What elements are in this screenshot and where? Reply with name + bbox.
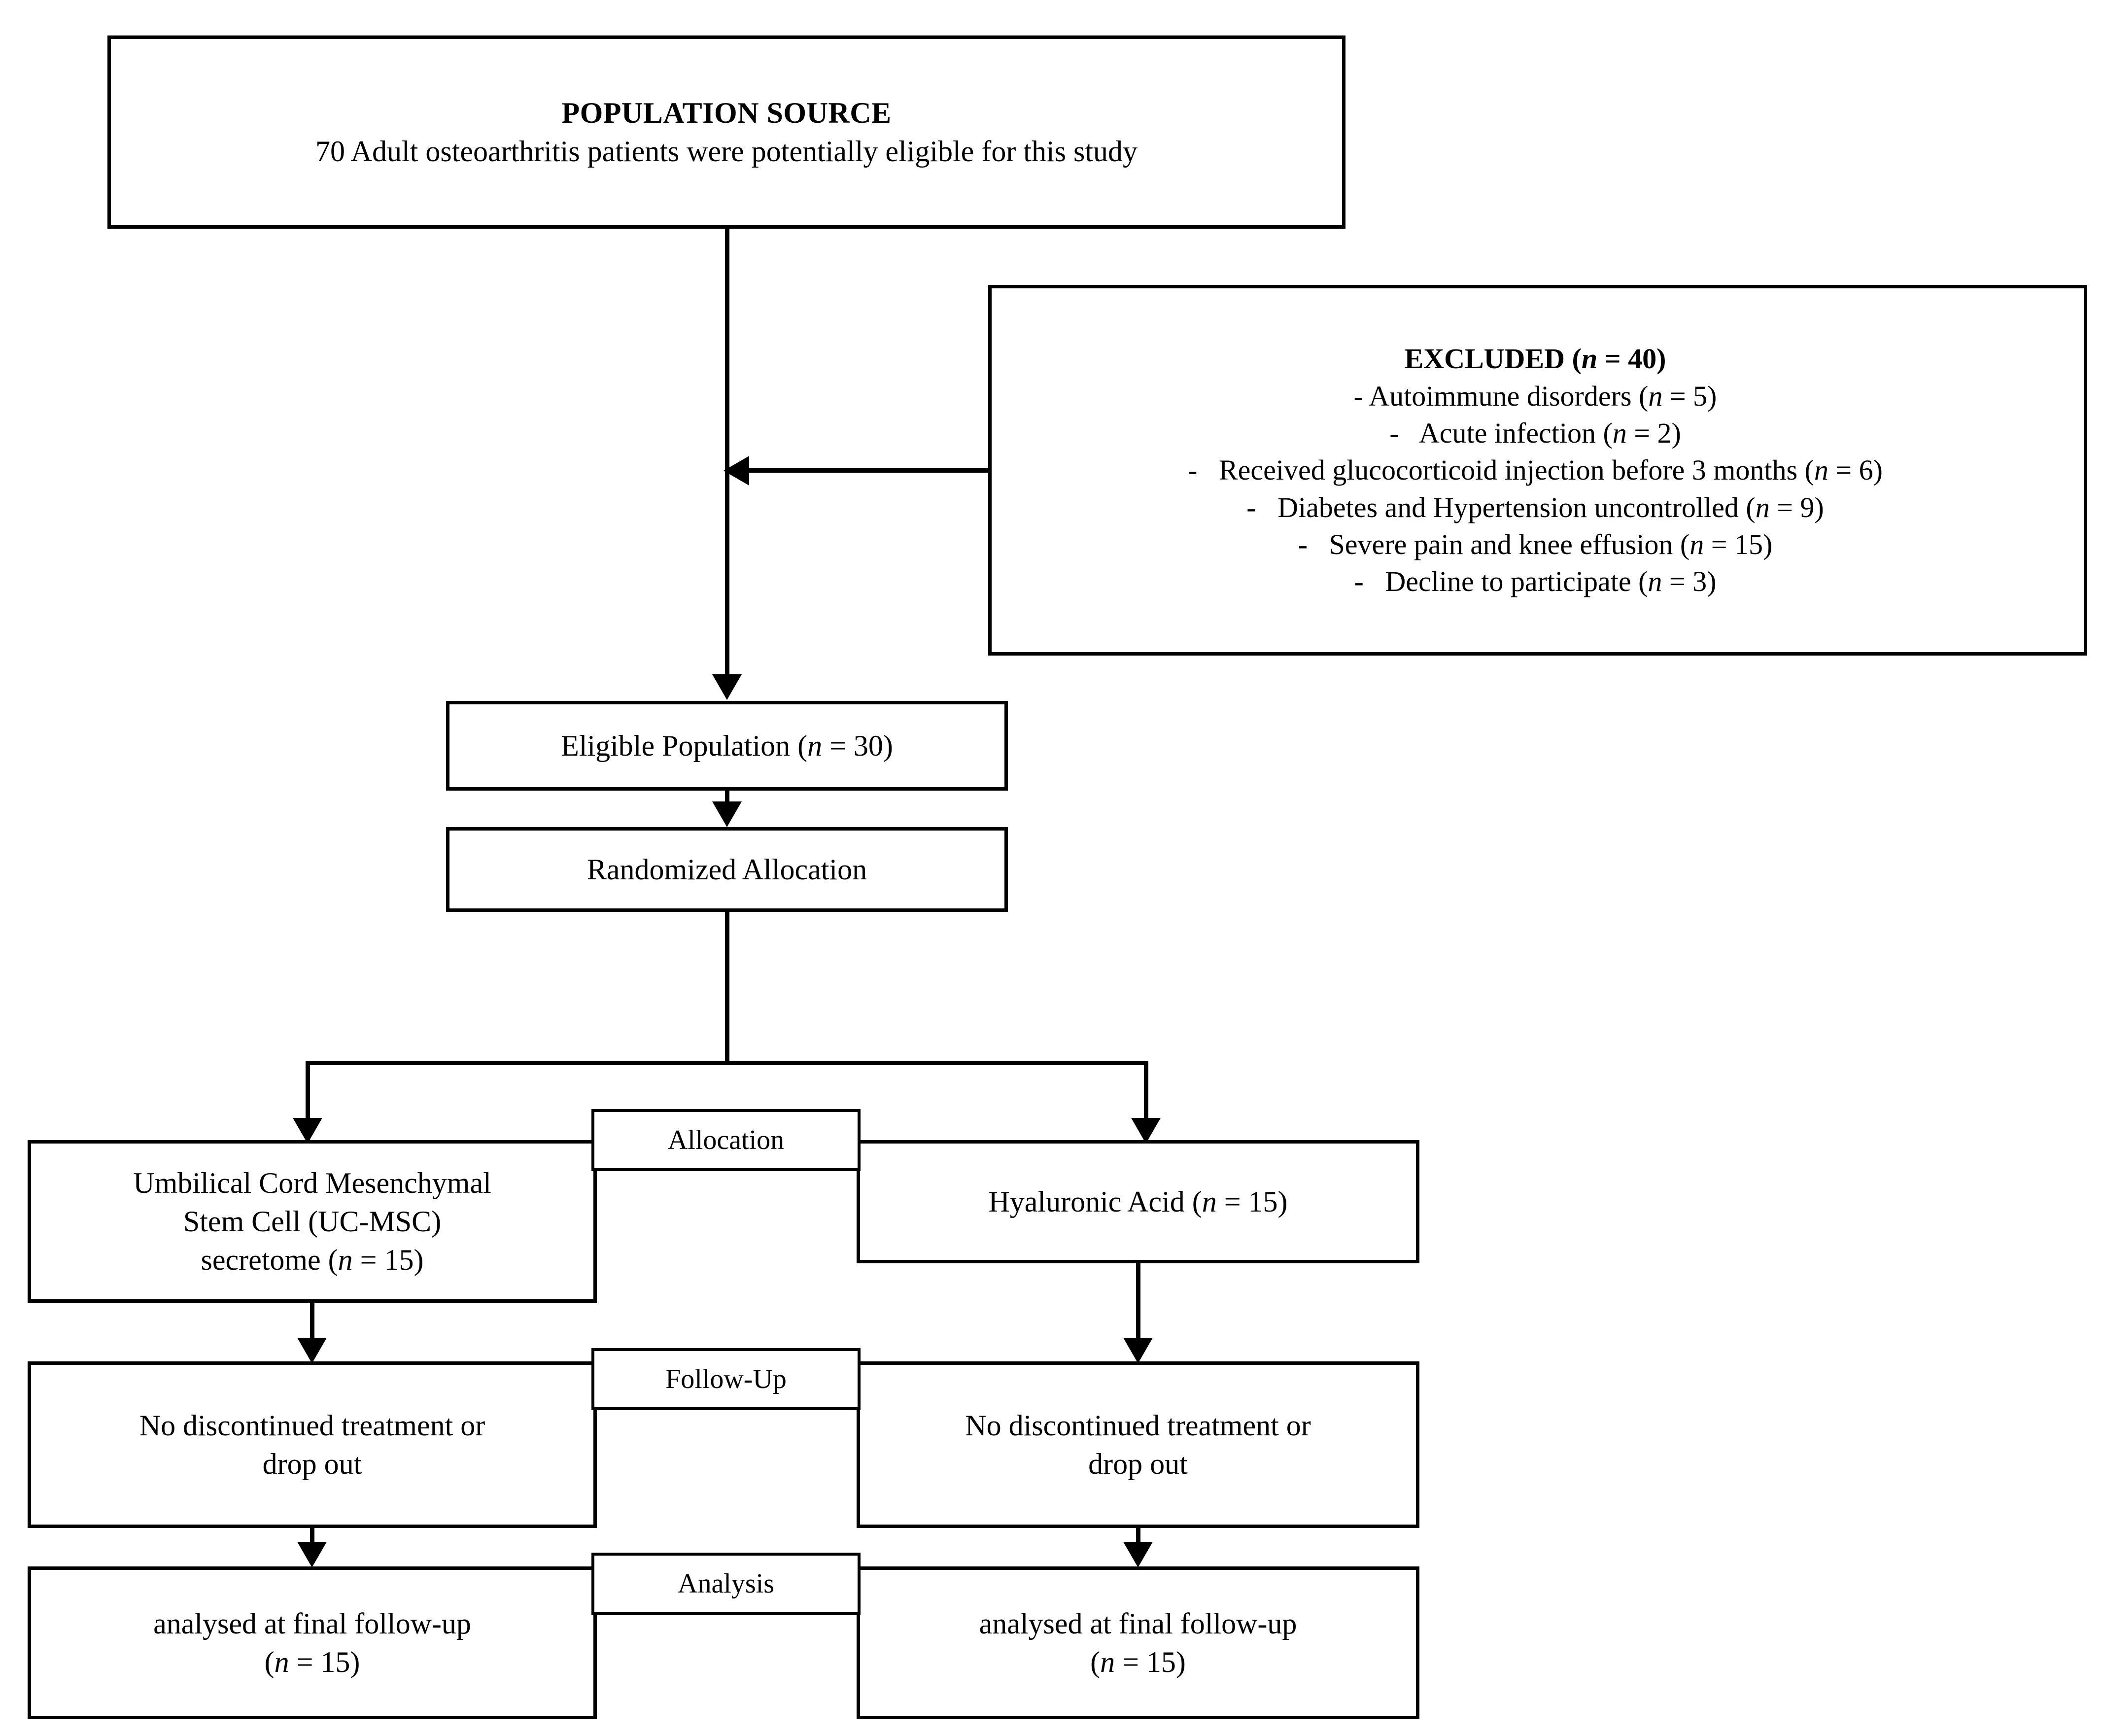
left-arm-allocation-line1: Umbilical Cord Mesenchymal [133,1167,491,1199]
arrow-into-left-allocation [293,1118,322,1144]
population-source-heading: POPULATION SOURCE [561,97,892,129]
left-arm-followup-box: No discontinued treatment or drop out [28,1361,597,1528]
connector-source-to-eligible [725,229,729,675]
excluded-reason-6: - Decline to participate (n = 3) [1354,565,1717,598]
connector-split-left-drop [306,1061,310,1144]
arrow-into-right-followup [1123,1338,1153,1363]
eligible-population-box: Eligible Population (n = 30) [446,701,1008,791]
left-arm-analysis-line2: (n = 15) [264,1646,360,1678]
stage-label-follow-up-text: Follow-Up [665,1364,787,1394]
arrow-into-right-allocation [1131,1118,1161,1144]
left-arm-followup-line2: drop out [262,1448,362,1480]
excluded-box: EXCLUDED (n = 40) - Autoimmune disorders… [988,285,2087,656]
connector-randomized-stem [725,912,729,1064]
left-arm-analysis-line1: analysed at final follow-up [153,1607,471,1640]
randomized-allocation-box: Randomized Allocation [446,827,1008,912]
connector-eligible-to-randomized [725,791,729,804]
stage-label-analysis-text: Analysis [678,1568,774,1599]
left-arm-allocation-line2: Stem Cell (UC-MSC) [183,1205,442,1238]
eligible-population-text: Eligible Population (n = 30) [561,729,893,762]
excluded-reason-3: - Received glucocorticoid injection befo… [1188,454,1883,486]
connector-split-bar [306,1061,1148,1065]
right-arm-analysis-box: analysed at final follow-up (n = 15) [857,1566,1419,1719]
arrow-into-randomized [712,801,742,827]
excluded-reason-2: - Acute infection (n = 2) [1389,417,1681,449]
arrow-into-eligible [712,674,742,700]
connector-left-alloc-to-followup [310,1303,314,1352]
stage-label-analysis: Analysis [591,1553,861,1615]
excluded-heading: EXCLUDED (n = 40) [1404,343,1666,375]
left-arm-allocation-line3: secretome (n = 15) [201,1244,424,1276]
left-arm-analysis-box: analysed at final follow-up (n = 15) [28,1566,597,1719]
connector-split-right-drop [1144,1061,1148,1144]
arrow-excluded-into-trunk [724,456,749,486]
population-source-body: 70 Adult osteoarthritis patients were po… [315,135,1138,168]
arrow-into-right-analysis [1123,1542,1153,1567]
right-arm-followup-line2: drop out [1088,1448,1188,1480]
connector-right-alloc-to-followup [1136,1263,1140,1352]
left-arm-allocation-box: Umbilical Cord Mesenchymal Stem Cell (UC… [28,1140,597,1303]
randomized-allocation-text: Randomized Allocation [586,853,867,886]
stage-label-allocation-text: Allocation [667,1125,785,1155]
right-arm-followup-line1: No discontinued treatment or [965,1409,1311,1442]
left-arm-followup-line1: No discontinued treatment or [139,1409,485,1442]
excluded-reason-4: - Diabetes and Hypertension uncontrolled… [1246,491,1824,523]
stage-label-allocation: Allocation [591,1109,861,1171]
connector-excluded-to-trunk [749,468,991,473]
arrow-into-left-analysis [297,1542,327,1567]
right-arm-analysis-line2: (n = 15) [1090,1646,1186,1678]
right-arm-analysis-line1: analysed at final follow-up [979,1607,1297,1640]
excluded-reason-1: - Autoimmune disorders (n = 5) [1353,380,1717,412]
right-arm-allocation-box: Hyaluronic Acid (n = 15) [857,1140,1419,1263]
arrow-into-left-followup [297,1338,327,1363]
right-arm-allocation-text: Hyaluronic Acid (n = 15) [988,1185,1288,1218]
excluded-reason-5: - Severe pain and knee effusion (n = 15) [1298,528,1773,561]
stage-label-follow-up: Follow-Up [591,1348,861,1410]
population-source-box: POPULATION SOURCE 70 Adult osteoarthriti… [107,35,1345,229]
right-arm-followup-box: No discontinued treatment or drop out [857,1361,1419,1528]
